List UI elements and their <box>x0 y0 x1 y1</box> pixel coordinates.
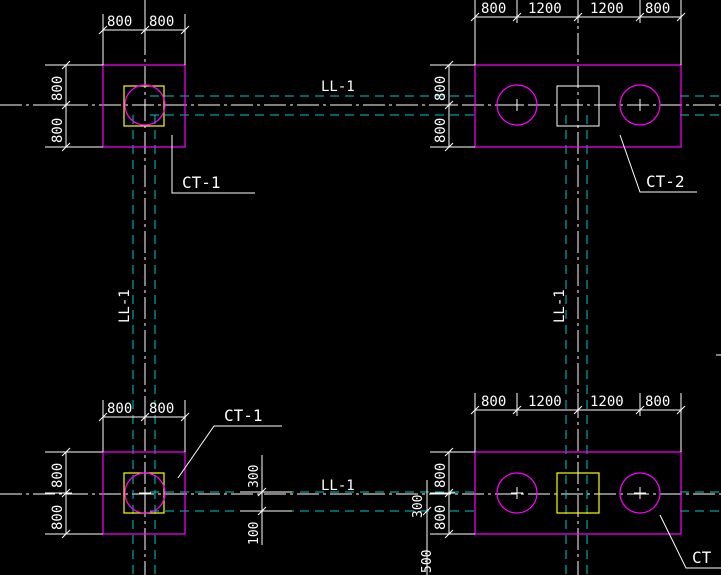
dim-label: 800 <box>50 76 66 101</box>
dim-label: 100 <box>247 522 262 545</box>
dim-label: 1200 <box>528 1 562 17</box>
pile-cap-ct1-bottom <box>102 451 186 535</box>
beam-lines <box>132 95 721 575</box>
dim-bottom-left: 800 800 <box>98 400 190 452</box>
dim-label: 800 <box>645 1 670 17</box>
dim-label: 800 <box>50 505 66 530</box>
dim-label: 1200 <box>528 394 562 410</box>
dim-label: 800 <box>645 394 670 410</box>
beam-label-bottom: LL-1 <box>321 478 355 494</box>
beam-label-top: LL-1 <box>321 79 355 95</box>
pile-cap-ct2-top <box>474 64 682 148</box>
dim-label: 800 <box>50 463 66 488</box>
dim-bottom-right: 800 1200 1200 800 <box>470 393 686 452</box>
dim-top-left: 800 800 <box>98 14 190 65</box>
dim-label: 800 <box>433 505 449 530</box>
dim-label: 1200 <box>590 1 624 17</box>
dim-label: 300 <box>411 495 426 518</box>
dim-label: 800 <box>50 118 66 143</box>
beam-label-left: LL-1 <box>117 289 133 323</box>
dim-label: 800 <box>481 394 506 410</box>
dim-beam-width: 300 100 <box>240 455 292 545</box>
dim-right-bottom-vertical: 800 800 300 500 <box>411 447 475 575</box>
dim-label: 800 <box>433 463 449 488</box>
dim-right-top-vertical: 800 800 <box>430 60 475 152</box>
cap-label-ct1-top: CT-1 <box>182 173 221 192</box>
dim-left-top-vertical: 800 800 <box>45 60 103 152</box>
dim-label: 800 <box>481 1 506 17</box>
dim-top-right: 800 1200 1200 800 <box>470 0 686 65</box>
beam-label-right: LL-1 <box>552 289 568 323</box>
cap-label-bottom-right: CT <box>692 548 712 567</box>
dim-label: 800 <box>107 14 132 30</box>
beam-labels: LL-1 LL-1 LL-1 LL-1 <box>117 79 568 494</box>
pile-cap-bottom-right <box>474 451 682 535</box>
dim-label: 300 <box>247 465 262 488</box>
dim-label: 800 <box>149 401 174 417</box>
dim-label: 800 <box>107 401 132 417</box>
cap-labels: CT-1 CT-2 CT-1 CT <box>171 134 721 569</box>
dim-left-bottom-vertical: 800 800 <box>45 447 103 539</box>
dim-label: 800 <box>433 76 449 101</box>
dim-label: 1200 <box>590 394 624 410</box>
dim-label: 800 <box>433 118 449 143</box>
pile-cap-ct1-top <box>102 64 186 148</box>
cap-label-ct1-bottom: CT-1 <box>224 406 263 425</box>
cap-label-ct2-top: CT-2 <box>646 172 685 191</box>
dim-label: 500 <box>420 550 435 573</box>
dim-label: 800 <box>149 14 174 30</box>
